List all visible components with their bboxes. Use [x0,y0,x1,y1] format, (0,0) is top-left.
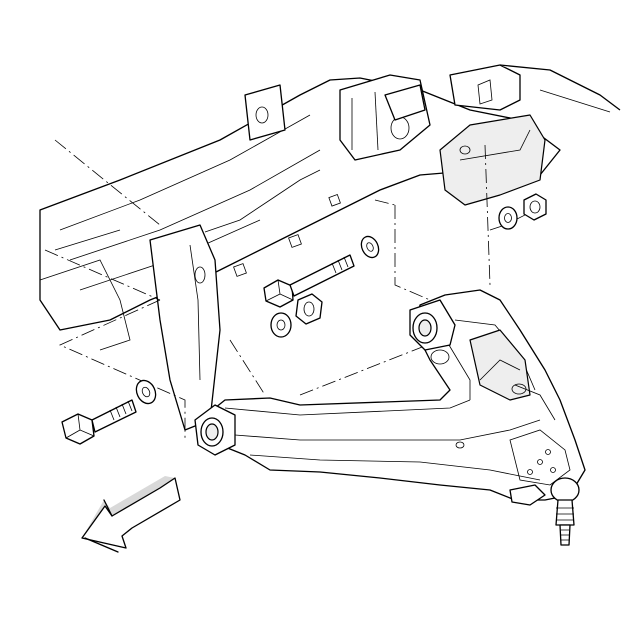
front-mounting-bolt [61,399,137,445]
rear-nut-washer [270,312,292,338]
rear-nut [295,293,323,325]
upper-right-nut [523,193,547,221]
front-direction-arrow-icon [81,476,181,553]
front-washer [135,379,157,405]
upper-right-nut-washer [498,206,518,230]
upper-control-arm [194,289,586,501]
ball-joint [509,477,580,546]
assembly-guide-lines [44,139,546,440]
vehicle-frame [39,64,621,431]
rear-washer [360,235,380,259]
rear-mounting-bolt [263,254,355,308]
